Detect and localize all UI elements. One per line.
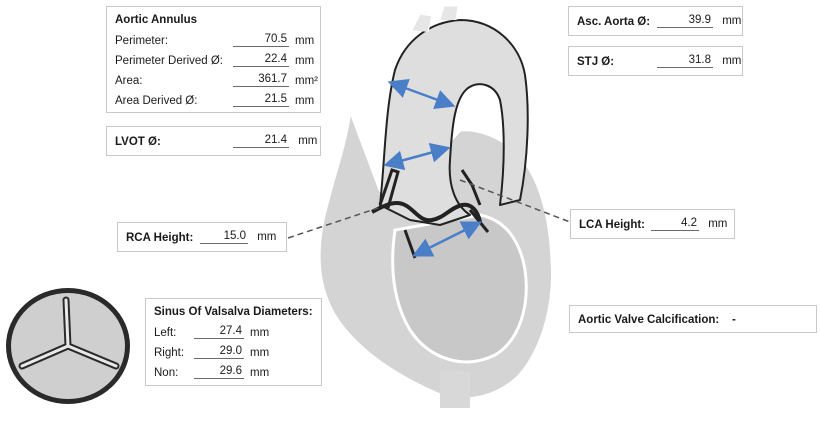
perimeter-derived-row: Perimeter Derived Ø: 22.4 mm (115, 51, 315, 71)
aortic-root-left-edge (378, 168, 400, 209)
area-unit: mm² (295, 75, 318, 87)
lca-height-panel: LCA Height: 4.2 mm (570, 209, 735, 239)
asc-aorta-panel: Asc. Aorta Ø: 39.9 mm (568, 6, 743, 36)
rca-height-value: 15.0 (200, 229, 248, 244)
lower-vessel-shape (440, 370, 470, 408)
sinus-non-row: Non: 29.6 mm (154, 363, 313, 383)
perimeter-row: Perimeter: 70.5 mm (115, 31, 315, 51)
aortic-root-outline (371, 201, 482, 223)
sinus-non-label: Non: (154, 367, 179, 379)
sinus-valsalva-title: Sinus Of Valsalva Diameters: (154, 306, 313, 318)
area-derived-label: Area Derived Ø: (115, 95, 198, 107)
sinus-left-row: Left: 27.4 mm (154, 323, 313, 343)
aortic-annulus-panel: Aortic Annulus Perimeter: 70.5 mm Perime… (106, 6, 321, 113)
stj-value: 31.8 (657, 53, 713, 68)
rca-leader-line (287, 207, 379, 239)
lvot-unit: mm (298, 135, 318, 147)
asc-aorta-label: Asc. Aorta Ø: (577, 16, 651, 28)
lvot-panel: LVOT Ø: 21.4 mm (106, 126, 321, 156)
perimeter-derived-label: Perimeter Derived Ø: (115, 55, 224, 67)
area-derived-value: 21.5 (233, 92, 289, 107)
stj-panel: STJ Ø: 31.8 mm (568, 46, 743, 76)
aorta-shape (379, 19, 529, 226)
stj-arrow (383, 142, 451, 171)
perimeter-label: Perimeter: (115, 35, 169, 47)
sinus-left-label: Left: (154, 327, 177, 339)
valve-thumbnail (6, 288, 130, 404)
rca-height-label: RCA Height: (126, 232, 194, 244)
calcification-value: - (732, 314, 736, 326)
area-label: Area: (115, 75, 143, 87)
area-derived-row: Area Derived Ø: 21.5 mm (115, 91, 315, 111)
annulus-arrow (412, 221, 482, 257)
sinus-non-value: 29.6 (194, 364, 244, 379)
asc-aorta-unit: mm (722, 15, 742, 27)
aortic-annulus-title: Aortic Annulus (115, 14, 197, 26)
lvot-wall-right (468, 209, 490, 233)
area-derived-unit: mm (295, 95, 315, 107)
perimeter-unit: mm (295, 35, 315, 47)
perimeter-derived-unit: mm (295, 55, 315, 67)
perimeter-derived-value: 22.4 (233, 52, 289, 67)
sinus-left-unit: mm (250, 327, 270, 339)
lca-height-label: LCA Height: (579, 219, 646, 231)
perimeter-value: 70.5 (233, 32, 289, 47)
sinus-left-value: 27.4 (194, 324, 244, 339)
asc-aorta-arrow (387, 79, 456, 109)
lca-height-value: 4.2 (651, 216, 699, 231)
lvot-value: 21.4 (233, 133, 289, 148)
rca-height-unit: mm (257, 231, 277, 243)
aorta-branch-left (411, 13, 433, 33)
calcification-panel: Aortic Valve Calcification: - (569, 305, 817, 333)
sinus-non-unit: mm (250, 367, 270, 379)
lvot-label: LVOT Ø: (115, 136, 161, 148)
sinus-right-value: 29.0 (194, 344, 244, 359)
lca-height-unit: mm (708, 218, 728, 230)
aorta-branch-right (439, 5, 459, 21)
stj-unit: mm (722, 55, 742, 67)
sinus-right-label: Right: (154, 347, 185, 359)
stj-label: STJ Ø: (577, 56, 615, 68)
calcification-label: Aortic Valve Calcification: (578, 314, 720, 326)
area-value: 361.7 (233, 72, 289, 87)
asc-aorta-value: 39.9 (657, 13, 713, 28)
rca-height-panel: RCA Height: 15.0 mm (117, 222, 287, 252)
sinus-valsalva-panel: Sinus Of Valsalva Diameters: Left: 27.4 … (145, 298, 322, 386)
sinus-right-row: Right: 29.0 mm (154, 343, 313, 363)
area-row: Area: 361.7 mm² (115, 71, 318, 91)
sinus-right-unit: mm (250, 347, 270, 359)
